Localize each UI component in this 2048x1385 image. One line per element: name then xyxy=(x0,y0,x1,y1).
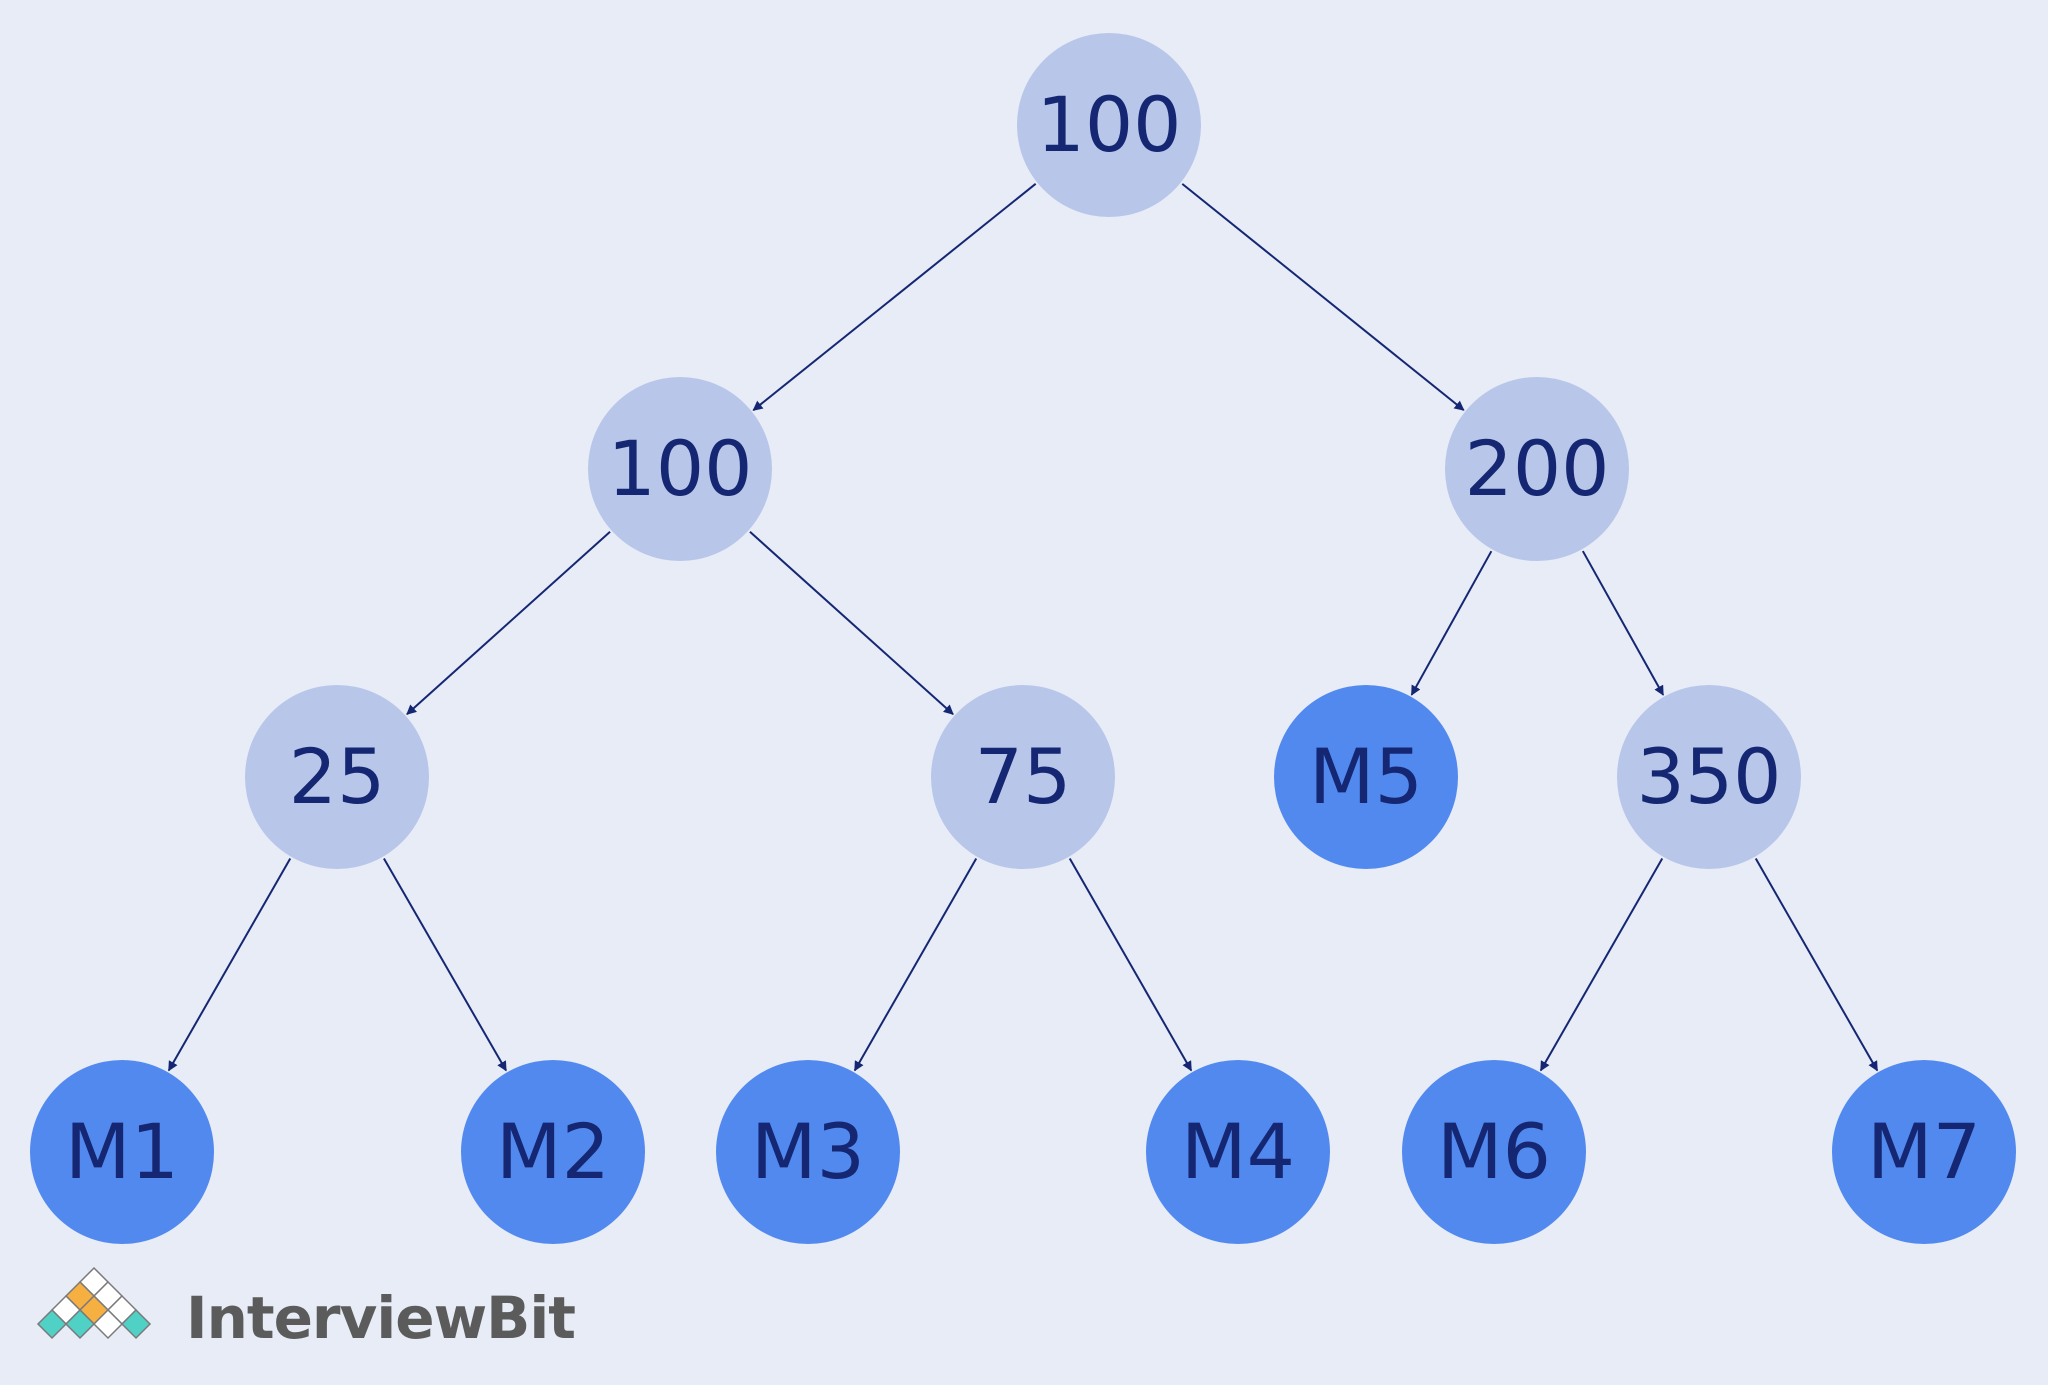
leaf-node-circle xyxy=(30,1060,214,1244)
node-leaf-m6: M6 xyxy=(1402,1060,1586,1244)
node-l1-left: 100 xyxy=(588,377,772,561)
edge-l1-left-to-l2-25 xyxy=(406,531,611,715)
logo-diamond-cell xyxy=(120,1308,152,1340)
node-label: M6 xyxy=(1437,1107,1551,1196)
edge-l2-25-to-leaf-m1 xyxy=(167,858,292,1072)
leaf-node-circle xyxy=(716,1060,900,1244)
edge-l2-25-to-leaf-m2 xyxy=(383,857,507,1072)
edges-layer xyxy=(167,183,1879,1072)
internal-node-circle xyxy=(1445,377,1629,561)
node-l2-350: 350 xyxy=(1617,685,1801,869)
node-l1-right: 200 xyxy=(1445,377,1629,561)
leaf-node-circle xyxy=(1402,1060,1586,1244)
edge-l1-right-to-l2-350 xyxy=(1581,550,1665,696)
logo-diamond-cell xyxy=(64,1308,96,1340)
node-leaf-m7: M7 xyxy=(1832,1060,2016,1244)
node-leaf-m3: M3 xyxy=(716,1060,900,1244)
node-root: 100 xyxy=(1017,33,1201,217)
node-label: M3 xyxy=(751,1107,865,1196)
internal-node-circle xyxy=(931,685,1115,869)
node-leaf-m5: M5 xyxy=(1274,685,1458,869)
node-leaf-m1: M1 xyxy=(30,1060,214,1244)
node-label: 200 xyxy=(1464,424,1609,513)
internal-node-circle xyxy=(1017,33,1201,217)
node-l2-25: 25 xyxy=(245,685,429,869)
node-leaf-m4: M4 xyxy=(1146,1060,1330,1244)
node-label: 75 xyxy=(975,732,1072,821)
node-label: 100 xyxy=(607,424,752,513)
node-label: 100 xyxy=(1036,80,1181,169)
edge-l2-75-to-leaf-m4 xyxy=(1068,858,1193,1072)
logo-diamond-cell xyxy=(92,1308,124,1340)
node-label: M1 xyxy=(65,1107,179,1196)
internal-node-circle xyxy=(245,685,429,869)
brand-name: InterviewBit xyxy=(186,1284,576,1352)
leaf-node-circle xyxy=(1146,1060,1330,1244)
node-label: M2 xyxy=(496,1107,610,1196)
node-leaf-m2: M2 xyxy=(461,1060,645,1244)
edge-root-to-l1-right xyxy=(1181,183,1465,411)
edge-l1-left-to-l2-75 xyxy=(749,531,954,715)
node-l2-75: 75 xyxy=(931,685,1115,869)
edge-l2-350-to-leaf-m7 xyxy=(1754,858,1879,1072)
leaf-node-circle xyxy=(1274,685,1458,869)
node-label: M7 xyxy=(1867,1107,1981,1196)
edge-l2-350-to-leaf-m6 xyxy=(1539,858,1664,1072)
logo-diamond-cell xyxy=(36,1308,68,1340)
edge-l2-75-to-leaf-m3 xyxy=(853,858,978,1072)
node-label: 350 xyxy=(1636,732,1781,821)
node-label: M5 xyxy=(1309,732,1423,821)
internal-node-circle xyxy=(588,377,772,561)
edge-root-to-l1-left xyxy=(752,183,1037,411)
edge-l1-right-to-leaf-m5 xyxy=(1410,550,1493,696)
node-label: 25 xyxy=(289,732,386,821)
leaf-node-circle xyxy=(461,1060,645,1244)
diamond-grid-logo-icon xyxy=(36,1266,152,1340)
leaf-node-circle xyxy=(1832,1060,2016,1244)
internal-node-circle xyxy=(1617,685,1801,869)
node-label: M4 xyxy=(1181,1107,1295,1196)
